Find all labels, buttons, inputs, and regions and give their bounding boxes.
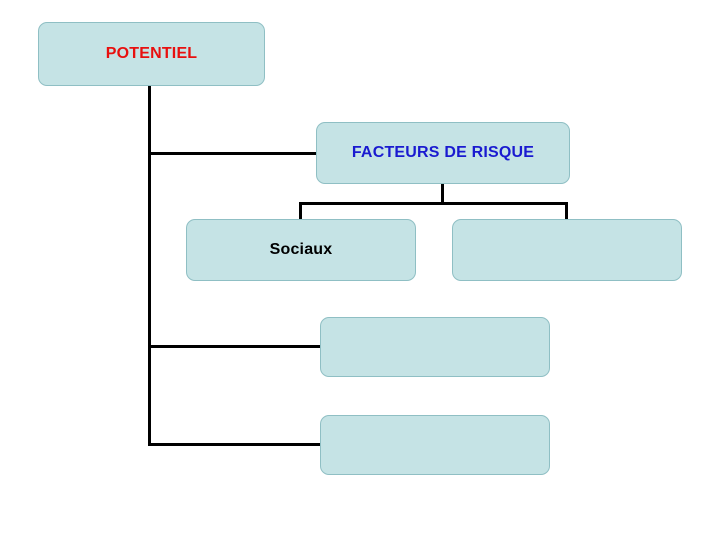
- connector-drop-to-sociaux: [299, 202, 302, 220]
- node-right-empty[interactable]: [452, 219, 682, 281]
- connector-trunk-vertical: [148, 86, 151, 446]
- node-facteurs-de-risque[interactable]: FACTEURS DE RISQUE: [316, 122, 570, 184]
- node-mid-empty[interactable]: [320, 317, 550, 377]
- node-potentiel[interactable]: POTENTIEL: [38, 22, 265, 86]
- node-sociaux-label: Sociaux: [269, 241, 333, 259]
- node-sociaux[interactable]: Sociaux: [186, 219, 416, 281]
- node-potentiel-label: POTENTIEL: [105, 45, 198, 63]
- connector-branch-to-node-low: [148, 443, 322, 446]
- connector-facteurs-stem: [441, 184, 444, 202]
- connector-drop-to-node-right: [565, 202, 568, 220]
- node-facteurs-de-risque-label: FACTEURS DE RISQUE: [351, 144, 535, 162]
- connector-branch-to-node-mid: [148, 345, 322, 348]
- connector-branch-to-facteurs: [148, 152, 318, 155]
- connector-facteurs-horizontal: [299, 202, 568, 205]
- node-low-empty[interactable]: [320, 415, 550, 475]
